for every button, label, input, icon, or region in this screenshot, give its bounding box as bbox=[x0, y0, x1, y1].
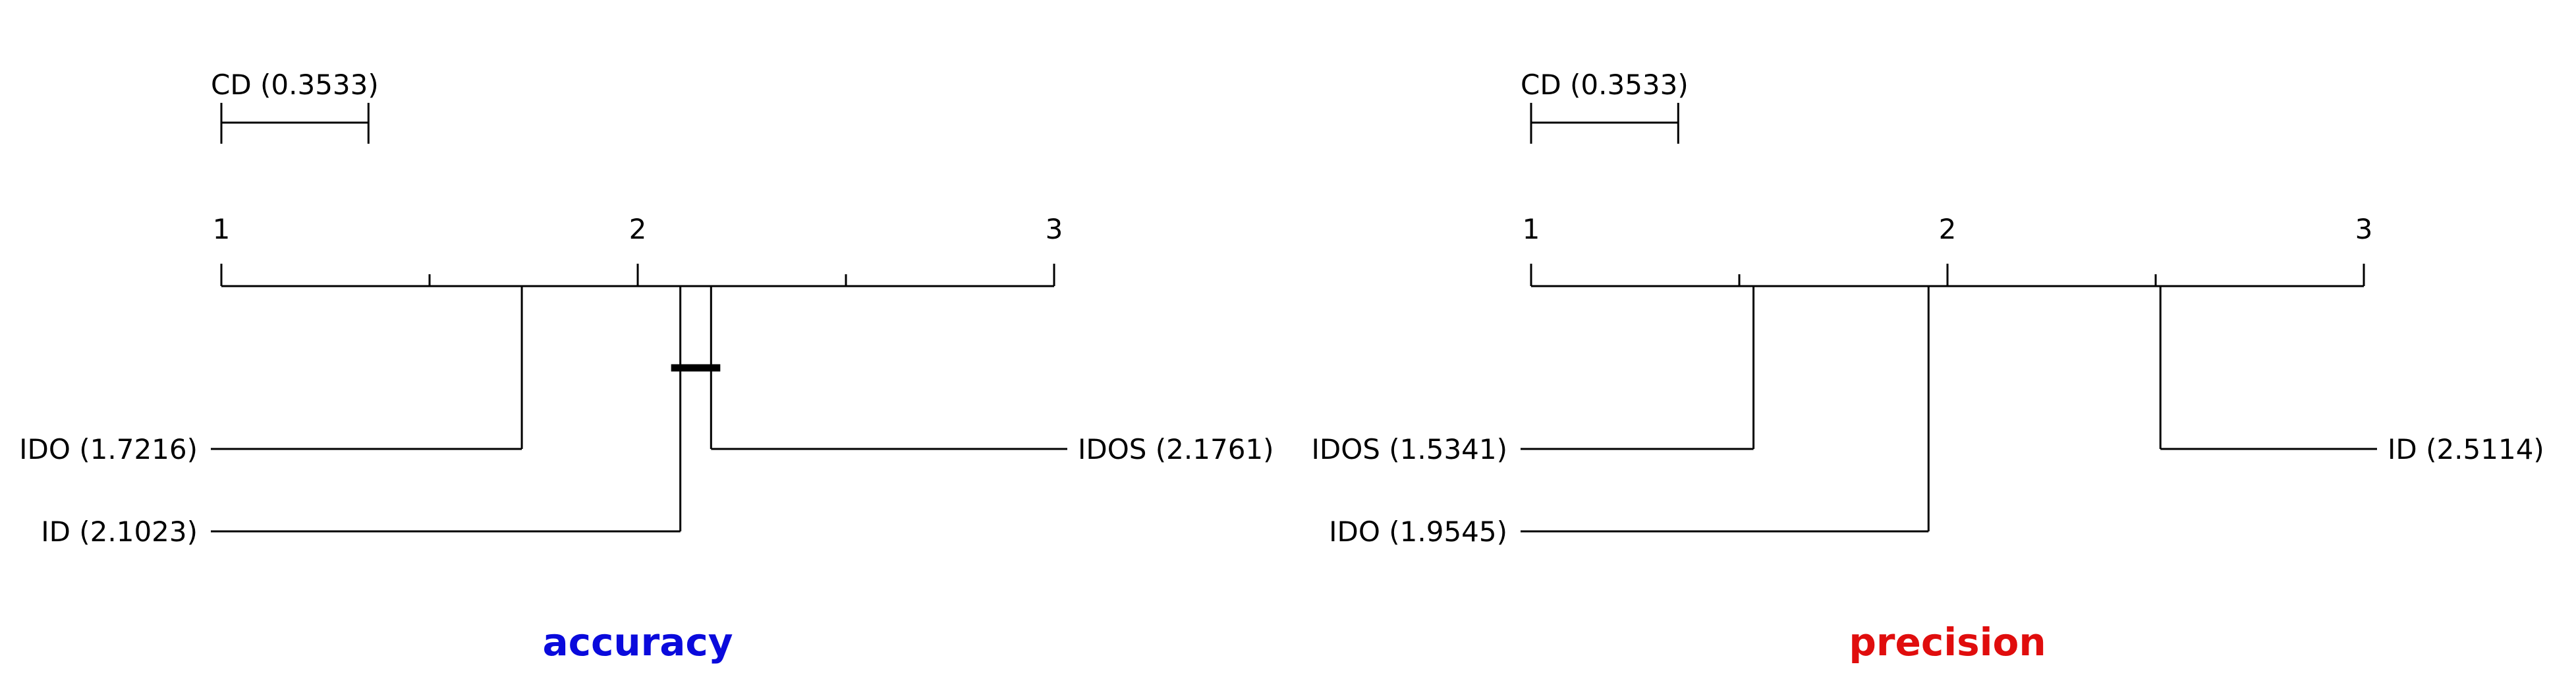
method-label: IDOS (2.1761) bbox=[1078, 433, 1274, 465]
method-label: IDO (1.9545) bbox=[1329, 516, 1507, 548]
tick-label: 3 bbox=[1046, 213, 1063, 245]
cd-label: CD (0.3533) bbox=[211, 69, 379, 101]
panel-title: accuracy bbox=[542, 620, 733, 665]
tick-label: 2 bbox=[629, 213, 647, 245]
tick-label: 3 bbox=[2355, 213, 2373, 245]
method-label: IDOS (1.5341) bbox=[1311, 433, 1507, 465]
method-label: ID (2.1023) bbox=[41, 516, 198, 548]
cd-label: CD (0.3533) bbox=[1521, 69, 1689, 101]
method-label: ID (2.5114) bbox=[2388, 433, 2544, 465]
tick-label: 1 bbox=[213, 213, 231, 245]
panel-title: precision bbox=[1849, 620, 2046, 665]
method-label: IDO (1.7216) bbox=[19, 433, 198, 465]
tick-label: 2 bbox=[1939, 213, 1957, 245]
tick-label: 1 bbox=[1523, 213, 1540, 245]
